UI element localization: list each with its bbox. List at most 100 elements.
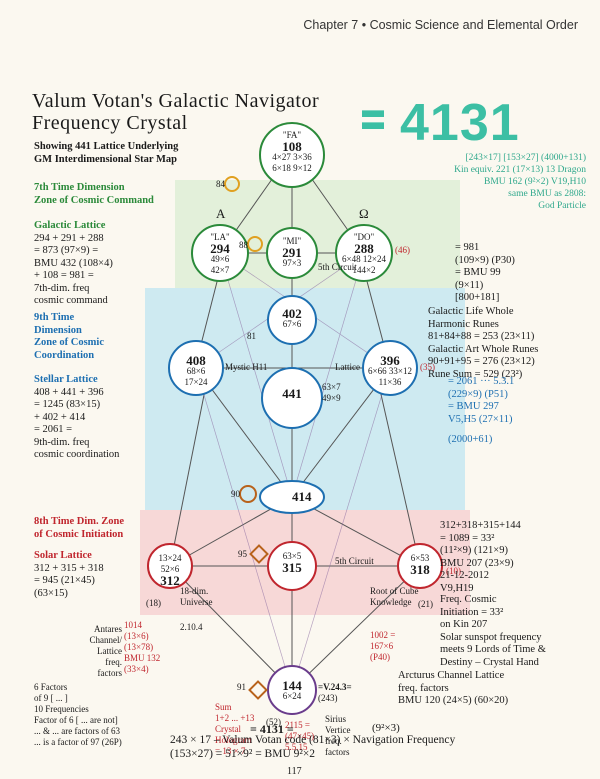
node-source-text: "FA" 108 4×27 3×36 6×18 9×12	[262, 130, 322, 174]
node-factors: 67×6	[282, 319, 302, 329]
node-arcturus-text: 396 6×66 33×12 11×36	[362, 354, 418, 388]
label-88: 88	[239, 240, 248, 250]
node-pleiades	[261, 367, 323, 429]
lattice-line: = 873 (97×9) =	[34, 245, 99, 256]
label-52: (52)	[266, 717, 281, 727]
lattice-line: 312 + 315 + 318	[34, 562, 104, 574]
note-line: freq. factors	[398, 682, 449, 694]
lattice-line: (63×15)	[34, 587, 68, 599]
node-factors: 97×3	[282, 258, 302, 268]
node-tag: "DO"	[353, 232, 375, 242]
mystic-label: Mystic H11	[225, 362, 268, 372]
node-hunab-ku	[266, 227, 318, 279]
label-18: (18)	[146, 598, 161, 608]
node-number: 312	[160, 573, 180, 588]
fifth-circuit-bottom: 5th Circuit	[335, 556, 374, 566]
code-note: Kin equiv. 221 (17×13) 13 Dragon	[454, 165, 586, 175]
node-factors: 6×24	[282, 691, 302, 701]
note-line: on Kin 207	[440, 619, 488, 630]
lattice-line: + 402 + 414	[34, 411, 86, 423]
label-95: 95	[238, 549, 247, 559]
node-factors: 68×6	[186, 366, 206, 376]
lattice-line: 408 + 441 + 396	[34, 386, 104, 398]
note-line: 6 Factors	[34, 682, 68, 692]
note-line: = 13 × 7	[215, 746, 246, 756]
node-number: 291	[282, 245, 302, 260]
lattice-line: 7th-dim. freq	[34, 282, 90, 294]
node-alpha-text: "LA" 294 49×6 42×7	[195, 232, 245, 276]
crystal-icon-91	[248, 680, 268, 700]
note-line: Galactic Art Whole Runes	[428, 343, 539, 355]
note-line: (229×9) (P51)	[448, 388, 508, 400]
lattice-heading: Galactic Lattice	[34, 220, 106, 231]
node-factors: 6×66 33×12	[368, 366, 412, 376]
chapter-header: Chapter 7 • Cosmic Science and Elemental…	[303, 18, 578, 32]
node-tag: "FA"	[282, 130, 302, 140]
note-line: (13×78)	[124, 642, 154, 652]
node-factors: 11×36	[378, 377, 402, 387]
node-factors: 144×2	[352, 265, 376, 275]
label-10: (10)	[446, 566, 461, 576]
note-line: V9,H19	[440, 582, 474, 594]
node-number: 108	[282, 139, 302, 154]
node-315	[267, 541, 317, 591]
note-line: (13×6)	[124, 631, 149, 641]
code-number: 4131	[400, 94, 520, 152]
node-312	[147, 543, 193, 589]
equation-4131: = 4131 =	[250, 722, 294, 736]
bar-dot-glyph: ▬▬	[362, 97, 384, 134]
node-factors: 6×18 9×12	[272, 163, 312, 173]
lattice-label: Lattice	[335, 362, 360, 372]
node-antares	[168, 340, 224, 396]
note-line: 81+84+88 = 253 (23×11)	[428, 331, 535, 342]
node-312-text: 13×24 52×6 312	[150, 553, 190, 588]
title-line1: Valum Votan's Galactic Navigator	[32, 90, 320, 112]
note-line: 1+2 ... +13	[215, 713, 255, 723]
equation-votan: 243 × 17 – Valum Votan code (81×3) × Nav…	[170, 734, 456, 746]
node-318	[397, 543, 443, 589]
omega-symbol: Ω	[359, 206, 369, 221]
note-line: Freq. Cosmic	[440, 594, 497, 605]
note-line: 90+91+95 = 276 (23×12)	[428, 356, 535, 367]
lattice-line: cosmic command	[34, 295, 108, 306]
right-note-981: = 981(109×9) (P30) = BMU 99(9×11) [800+1…	[455, 242, 515, 305]
galactic-lattice-text: Galactic Lattice 294 + 291 + 288 = 873 (…	[34, 220, 164, 308]
node-factors: 49×6	[210, 254, 230, 264]
antares-channel-numbers: 1014(13×6) (13×78)BMU 132 (33×4)	[124, 620, 160, 675]
note-line: BMU 207 (23×9)	[440, 557, 514, 569]
label-90: 90	[231, 489, 240, 499]
node-factors: 6×48 12×24	[342, 254, 386, 264]
label-21: (21)	[418, 599, 433, 609]
note-line: (2000+61)	[448, 434, 493, 445]
code-note: [243×17] [153×27] (4000+131)	[465, 153, 586, 163]
lattice-line: = 945 (21×45)	[34, 575, 95, 586]
node-omnigalactic-source	[259, 122, 325, 188]
node-alpha-galaxy	[191, 224, 249, 282]
node-factors: 13×24 52×6	[158, 553, 182, 574]
zone-line: of Cosmic Initiation	[34, 528, 124, 540]
note-line: Sum	[215, 702, 232, 712]
node-414	[259, 480, 325, 514]
label-35: (35)	[420, 362, 435, 372]
node-sirius-text: 402 67×6	[272, 306, 312, 330]
node-number: 402	[282, 306, 302, 321]
subtitle: Showing 441 Lattice Underlying GM Interd…	[34, 140, 178, 166]
label-46: (46)	[395, 245, 410, 255]
note-line: Galactic Life Whole	[428, 306, 514, 317]
node-414-text: 414	[292, 489, 312, 504]
main-title: Valum Votan's Galactic Navigator Frequen…	[32, 90, 319, 134]
code-notes: [243×17] [153×27] (4000+131) Kin equiv. …	[380, 152, 586, 212]
note-line: Lattice	[97, 646, 122, 656]
subtitle-line1: Showing 441 Lattice Underlying	[34, 141, 179, 152]
note-line: Initiation = 33²	[440, 606, 504, 618]
note-line: (9×11)	[455, 279, 484, 291]
lattice-line: BMU 432 (108×4)	[34, 257, 113, 269]
note-line: Factor of 6 [ ... are not]	[34, 715, 118, 725]
code-note: BMU 162 (9²×2) V19,H10	[484, 177, 586, 187]
zone-line: 9th Time	[34, 312, 75, 323]
zone-line: 8th Time Dim. Zone	[34, 516, 125, 527]
